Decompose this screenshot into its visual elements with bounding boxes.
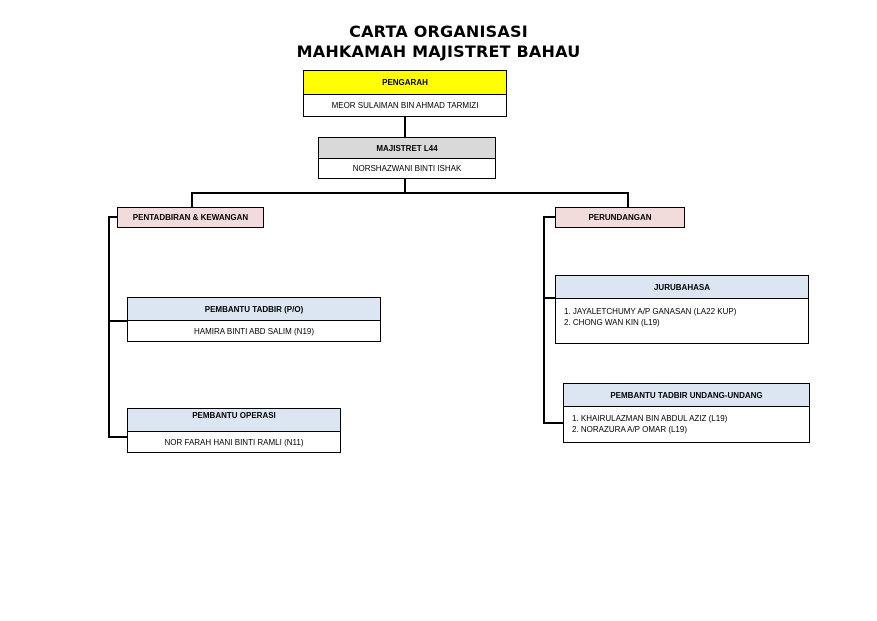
connector-left-branch-2 <box>108 436 128 438</box>
connector-right-drop <box>627 192 629 208</box>
jurubahasa-heading: JURUBAHASA <box>556 276 808 299</box>
list-item: 1. KHAIRULAZMAN BIN ABDUL AZIZ (L19) <box>572 414 728 423</box>
pembantu-operasi-name: NOR FARAH HANI BINTI RAMLI (N11) <box>164 437 304 447</box>
pengarah-heading: PENGARAH <box>304 71 506 95</box>
connector-left-branch-1 <box>108 320 128 322</box>
connector-horizontal-top <box>191 192 628 194</box>
connector-left-spine <box>108 216 110 438</box>
perundangan-box: PERUNDANGAN <box>555 207 685 228</box>
pembantu-tadbir-box: PEMBANTU TADBIR (P/O) HAMIRA BINTI ABD S… <box>127 297 381 342</box>
connector-left-spine-top <box>108 216 118 218</box>
pembantu-tadbir-undang-heading: PEMBANTU TADBIR UNDANG-UNDANG <box>564 384 809 407</box>
connector-left-drop <box>191 192 193 208</box>
connector-pengarah-majistret <box>404 116 406 138</box>
majistret-heading: MAJISTRET L44 <box>319 138 495 159</box>
pembantu-tadbir-undang-box: PEMBANTU TADBIR UNDANG-UNDANG 1. KHAIRUL… <box>563 383 810 443</box>
list-item: 2. NORAZURA A/P OMAR (L19) <box>572 425 687 434</box>
connector-right-branch-2 <box>543 422 564 424</box>
jurubahasa-box: JURUBAHASA 1. JAYALETCHUMY A/P GANASAN (… <box>555 275 809 344</box>
list-item: 1. JAYALETCHUMY A/P GANASAN (LA22 KUP) <box>564 307 737 316</box>
pembantu-tadbir-undang-member-list: 1. KHAIRULAZMAN BIN ABDUL AZIZ (L19) 2. … <box>564 407 809 443</box>
chart-title-line2: MAHKAMAH MAJISTRET BAHAU <box>296 42 581 61</box>
jurubahasa-member-list: 1. JAYALETCHUMY A/P GANASAN (LA22 KUP) 2… <box>556 299 808 344</box>
pembantu-operasi-box: PEMBANTU OPERASI NOR FARAH HANI BINTI RA… <box>127 408 341 453</box>
pembantu-operasi-heading: PEMBANTU OPERASI <box>128 409 340 432</box>
pengarah-name: MEOR SULAIMAN BIN AHMAD TARMIZI <box>331 101 479 110</box>
majistret-box: MAJISTRET L44 NORSHAZWANI BINTI ISHAK <box>318 137 496 179</box>
pentadbiran-kewangan-box: PENTADBIRAN & KEWANGAN <box>117 207 264 228</box>
list-item: 2. CHONG WAN KIN (L19) <box>564 318 660 327</box>
connector-right-spine-top <box>543 216 556 218</box>
chart-title-line1: CARTA ORGANISASI <box>349 22 528 41</box>
connector-right-spine <box>543 216 545 424</box>
pembantu-tadbir-heading: PEMBANTU TADBIR (P/O) <box>128 298 380 321</box>
connector-right-branch-1 <box>543 297 556 299</box>
majistret-name: NORSHAZWANI BINTI ISHAK <box>352 164 462 173</box>
pembantu-tadbir-name: HAMIRA BINTI ABD SALIM (N19) <box>193 326 315 336</box>
connector-majistret-down <box>404 178 406 194</box>
pengarah-box: PENGARAH MEOR SULAIMAN BIN AHMAD TARMIZI <box>303 70 507 117</box>
